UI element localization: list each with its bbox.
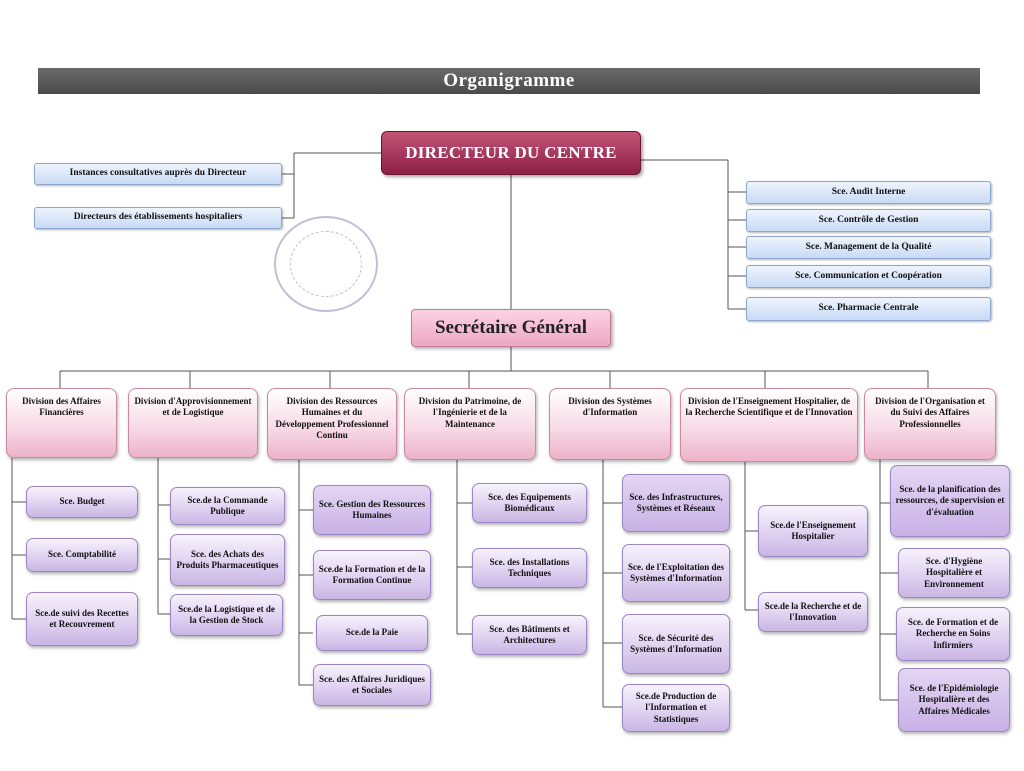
service-box: Sce.de la Recherche et de l'Innovation bbox=[758, 592, 868, 632]
service-box: Sce. de Formation et de Recherche en Soi… bbox=[896, 607, 1010, 661]
service-box: Sce. de Sécurité des Systèmes d'Informat… bbox=[622, 614, 730, 674]
service-box: Sce.de la Formation et de la Formation C… bbox=[313, 550, 431, 600]
division-box: Division de l'Organisation et du Suivi d… bbox=[864, 388, 996, 460]
service-box: Sce. de l'Epidémiologie Hospitalière et … bbox=[898, 668, 1010, 732]
service-box: Sce.de Production de l'Information et St… bbox=[622, 684, 730, 732]
division-box: Division de l'Enseignement Hospitalier, … bbox=[680, 388, 858, 462]
division-box: Division d'Approvisionnement et de Logis… bbox=[128, 388, 258, 458]
division-box: Division du Patrimoine, de l'Ingénierie … bbox=[404, 388, 536, 460]
service-box: Sce.de la Paie bbox=[316, 615, 428, 651]
service-box: Sce.de l'Enseignement Hospitalier bbox=[758, 505, 868, 557]
service-box: Sce.de suivi des Recettes et Recouvremen… bbox=[26, 592, 138, 646]
right-service-box: Sce. Pharmacie Centrale bbox=[746, 297, 991, 321]
right-service-box: Sce. Management de la Qualité bbox=[746, 236, 991, 259]
right-service-box: Sce. Audit Interne bbox=[746, 181, 991, 204]
service-box: Sce. d'Hygiène Hospitalière et Environne… bbox=[898, 548, 1010, 598]
service-box: Sce. des Equipements Biomédicaux bbox=[472, 483, 587, 523]
division-box: Division des Ressources Humaines et du D… bbox=[267, 388, 397, 460]
service-box: Sce. des Bâtiments et Architectures bbox=[472, 615, 587, 655]
page-title: Organigramme bbox=[38, 68, 980, 94]
service-box: Sce. de la planification des ressources,… bbox=[890, 465, 1010, 537]
service-box: Sce.de la Commande Publique bbox=[170, 487, 285, 525]
service-box: Sce. Budget bbox=[26, 486, 138, 518]
official-stamp bbox=[274, 216, 378, 312]
service-box: Sce. des Installations Techniques bbox=[472, 548, 587, 588]
director-box: DIRECTEUR DU CENTRE bbox=[381, 131, 641, 175]
service-box: Sce.de la Logistique et de la Gestion de… bbox=[170, 594, 283, 636]
division-box: Division des Affaires Financières bbox=[6, 388, 117, 458]
advisory-box: Directeurs des établissements hospitalie… bbox=[34, 207, 282, 229]
division-box: Division des Systèmes d'Information bbox=[549, 388, 671, 460]
advisory-box: Instances consultatives auprès du Direct… bbox=[34, 163, 282, 185]
service-box: Sce. des Infrastructures, Systèmes et Ré… bbox=[622, 474, 730, 532]
right-service-box: Sce. Contrôle de Gestion bbox=[746, 209, 991, 232]
service-box: Sce. des Affaires Juridiques et Sociales bbox=[313, 664, 431, 706]
service-box: Sce. des Achats des Produits Pharmaceuti… bbox=[170, 534, 285, 586]
service-box: Sce. Gestion des Ressources Humaines bbox=[313, 485, 431, 535]
secretary-general-box: Secrétaire Général bbox=[411, 309, 611, 347]
service-box: Sce. de l'Exploitation des Systèmes d'In… bbox=[622, 544, 730, 602]
right-service-box: Sce. Communication et Coopération bbox=[746, 265, 991, 288]
service-box: Sce. Comptabilité bbox=[26, 538, 138, 572]
